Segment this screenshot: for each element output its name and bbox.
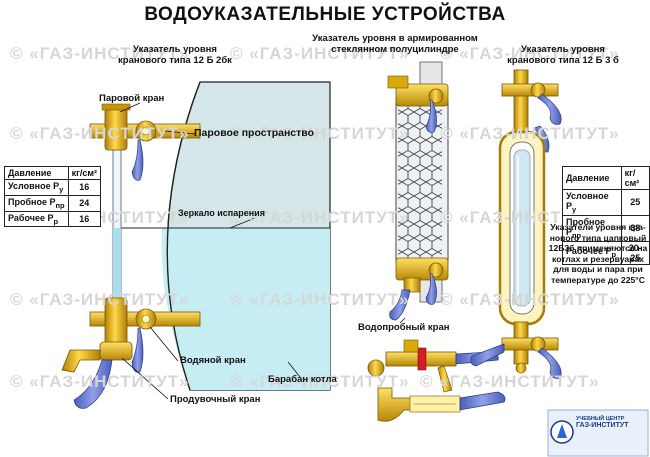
spec-header-pressure: Давление	[4, 166, 69, 180]
spec-sub: пр	[55, 200, 65, 210]
watermark: © «ГАЗ-ИНСТИТУТ»	[230, 372, 410, 391]
logo-emblem	[547, 409, 649, 457]
spec-value: 16	[67, 179, 102, 196]
table-row: Рабочее Pр 20-25	[562, 240, 650, 265]
label-water-valve: Водяной кран	[180, 355, 246, 366]
caption-left-gauge: Указатель уровня кранового типа 12 Б 2бк	[118, 44, 232, 66]
caption-middle-gauge: Указатель уровня в армированном стеклянн…	[312, 33, 478, 55]
spec-value: 24	[67, 194, 102, 212]
spec-name: Пробное P	[8, 196, 56, 207]
spec-sub: р	[53, 216, 59, 226]
label-boiler-drum: Барабан котла	[268, 374, 337, 385]
label-steam-space: Паровое пространство	[194, 127, 315, 139]
watermark: © «ГАЗ-ИНСТИТУТ»	[420, 372, 600, 391]
page-title: ВОДОУКАЗАТЕЛЬНЫЕ УСТРОЙСТВА	[144, 4, 506, 25]
label-water-test-valve: Водопробный кран	[358, 322, 450, 333]
spec-header-unit: кг/см²	[620, 166, 650, 190]
watermark: © «ГАЗ-ИНСТИТУТ»	[440, 290, 620, 309]
spec-header-unit: кг/см²	[67, 166, 102, 180]
label-evaporation-mirror: Зеркало испарения	[178, 208, 265, 218]
table-row: Условное Pу 25	[562, 189, 650, 216]
spec-name: Пробное P	[566, 216, 605, 237]
spec-name: Условное P	[566, 191, 609, 211]
watermark: © «ГАЗ-ИНСТИТУТ»	[440, 124, 620, 143]
left-gauge	[61, 103, 201, 409]
spec-name: Условное P	[8, 181, 60, 191]
watermark: © «ГАЗ-ИНСТИТУТ»	[10, 290, 190, 309]
table-row: Рабочее Pр 16	[4, 210, 102, 228]
spec-table-left: Давление кг/см² Условное Pу 16 Пробное P…	[4, 166, 102, 228]
right-gauge	[470, 69, 562, 379]
label-steam-valve: Паровой кран	[99, 93, 165, 104]
spec-sub: пр	[572, 230, 582, 240]
spec-header-pressure: Давление	[562, 166, 622, 190]
watermark: © «ГАЗ-ИНСТИТУТ»	[440, 44, 620, 63]
spec-sub: р	[611, 249, 617, 259]
application-note: Указатели уровня кра- нового типа цапков…	[548, 222, 648, 285]
spec-value: 16	[67, 210, 102, 228]
logo-line1: УЧЕБНЫЙ ЦЕНТР	[576, 416, 625, 422]
middle-gauge	[387, 61, 449, 321]
watermark: © «ГАЗ-ИНСТИТУТ»	[10, 124, 190, 143]
caption-right-gauge: Указатель уровня кранового типа 12 Б 3 б	[507, 44, 619, 66]
spec-name: Рабочее P	[8, 212, 54, 223]
spec-table-right: Давление кг/см² Условное Pу 25 Пробное P…	[562, 166, 650, 265]
label-blowdown-valve: Продувочный кран	[170, 394, 261, 405]
spec-name: Рабочее P	[566, 246, 612, 257]
watermark: © «ГАЗ-ИНСТИТУТ»	[230, 44, 410, 63]
watermark: © «ГАЗ-ИНСТИТУТ»	[10, 372, 190, 391]
spec-value: 25	[620, 189, 650, 216]
logo-line2: ГАЗ-ИНСТИТУТ	[576, 422, 629, 429]
spec-value: 20-25	[620, 240, 650, 265]
boiler-drum	[120, 81, 331, 391]
spec-sub: у	[572, 204, 577, 214]
logo: УЧЕБНЫЙ ЦЕНТР ГАЗ-ИНСТИТУТ	[576, 416, 646, 429]
table-row: Пробное Pпр 24	[4, 194, 102, 212]
watermark: © «ГАЗ-ИНСТИТУТ»	[230, 290, 410, 309]
watermark: © «ГАЗ-ИНСТИТУТ»	[230, 208, 410, 227]
table-row: Условное Pу 16	[4, 179, 102, 196]
spec-sub: у	[59, 184, 64, 194]
watermark: © «ГАЗ-ИНСТИТУТ»	[230, 124, 410, 143]
watermark: © «ГАЗ-ИНСТИТУТ»	[10, 44, 190, 63]
